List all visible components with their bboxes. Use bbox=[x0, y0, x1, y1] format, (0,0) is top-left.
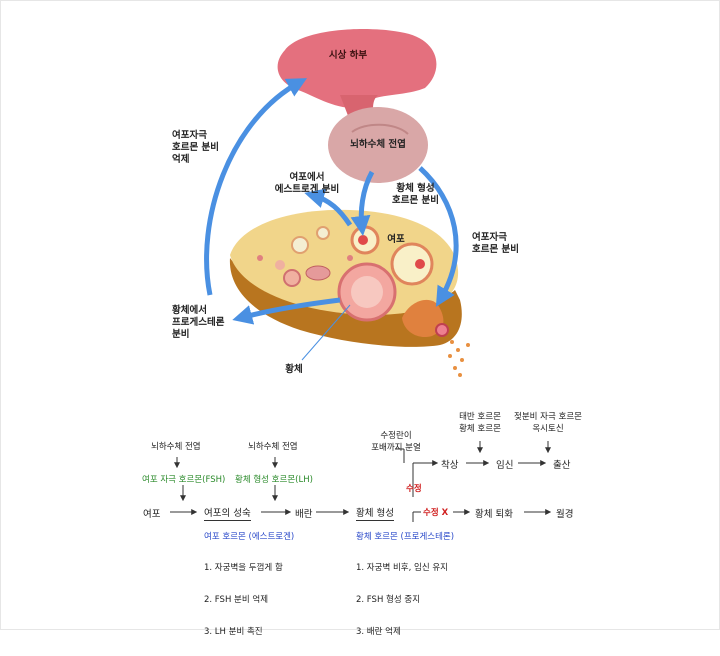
pituitary-1-label: 뇌하수체 전엽 bbox=[151, 442, 201, 452]
follicle-hormone-title: 여포 호르몬 (에스트로겐) bbox=[204, 532, 295, 542]
hypothalamus-shape bbox=[277, 29, 437, 109]
ovary-side bbox=[229, 258, 462, 347]
follicle-mature bbox=[390, 242, 434, 286]
follicle-hormone-effects: 1. 자궁벽을 두껍게 함 2. FSH 분비 억제 3. LH 분비 촉진 bbox=[204, 544, 283, 656]
cl-formation-node: 황체 형성 bbox=[356, 505, 394, 521]
ovary-top bbox=[230, 209, 459, 315]
cl-hormone-title: 황체 호르몬 (프로게스테론) bbox=[356, 532, 455, 542]
follicle-maturation-node: 여포의 성숙 bbox=[204, 505, 251, 521]
estrogen-secretion-label: 여포에서 에스트로겐 분비 bbox=[274, 172, 340, 195]
fertilization-label: 수정 bbox=[406, 484, 422, 494]
menstruation-node: 월경 bbox=[556, 509, 574, 520]
placental-hormone-label: 태반 호르몬 황체 호르몬 bbox=[459, 412, 501, 434]
follicle-label: 여포 bbox=[387, 234, 405, 245]
corpus-luteum-leader bbox=[301, 304, 351, 361]
fsh-arrow bbox=[418, 166, 459, 307]
ovary-hormone-illustration bbox=[170, 29, 552, 522]
follicle-hormone-effect-2: 2. FSH 분비 억제 bbox=[204, 595, 269, 605]
zygote-division-label: 수정란이 포배까지 분열 bbox=[371, 431, 421, 453]
no-fertilization-label: 수정 X bbox=[423, 508, 449, 518]
cl-hormone-effect-2: 2. FSH 형성 중지 bbox=[356, 595, 421, 605]
progesterone-secretion-label: 황체에서 프로게스테론 분비 bbox=[172, 305, 225, 340]
birth-node: 출산 bbox=[553, 460, 571, 471]
follicle-hormone-effect-3: 3. LH 분비 촉진 bbox=[204, 627, 263, 637]
cl-hormone-effect-3: 3. 배란 억제 bbox=[356, 627, 401, 637]
cl-hormone-effects: 1. 자궁벽 비후, 임신 유지 2. FSH 형성 중지 3. 배란 억제 bbox=[356, 544, 448, 656]
hypothalamus-label: 시상 하부 bbox=[328, 50, 368, 61]
lh-secretion-label: 황체 형성 호르몬 분비 bbox=[391, 183, 439, 206]
lh-label: 황체 형성 호르몬(LH) bbox=[235, 475, 313, 485]
oxytocin-label: 젖분비 자극 호르몬 옥시토신 bbox=[514, 412, 582, 434]
progesterone-arrow bbox=[232, 297, 341, 325]
ruptured-follicle bbox=[402, 299, 444, 338]
ovulation-node: 배란 bbox=[295, 509, 313, 520]
fsh-label: 여포 자극 호르몬(FSH) bbox=[142, 475, 226, 485]
pituitary-label: 뇌하수체 전엽 bbox=[350, 139, 406, 150]
pregnancy-node: 임신 bbox=[496, 460, 514, 471]
cl-regression-node: 황체 퇴화 bbox=[475, 509, 513, 520]
pituitary-2-label: 뇌하수체 전엽 bbox=[248, 442, 298, 452]
pituitary-shape bbox=[328, 107, 428, 183]
corpus-luteum-label: 황체 bbox=[285, 364, 303, 375]
follicle-node: 여포 bbox=[143, 509, 161, 520]
cl-hormone-effect-1: 1. 자궁벽 비후, 임신 유지 bbox=[356, 563, 449, 573]
fsh-inhibit-arrow bbox=[204, 78, 308, 296]
estrogen-arrow bbox=[304, 188, 353, 227]
fsh-inhibit-label: 여포자극 호르몬 분비 억제 bbox=[172, 130, 220, 165]
fsh-secretion-label: 여포자극 호르몬 분비 bbox=[472, 232, 520, 255]
lh-arrow bbox=[350, 170, 375, 236]
follicle-hormone-effect-1: 1. 자궁벽을 두껍게 함 bbox=[204, 563, 283, 573]
implantation-node: 착상 bbox=[441, 460, 459, 471]
